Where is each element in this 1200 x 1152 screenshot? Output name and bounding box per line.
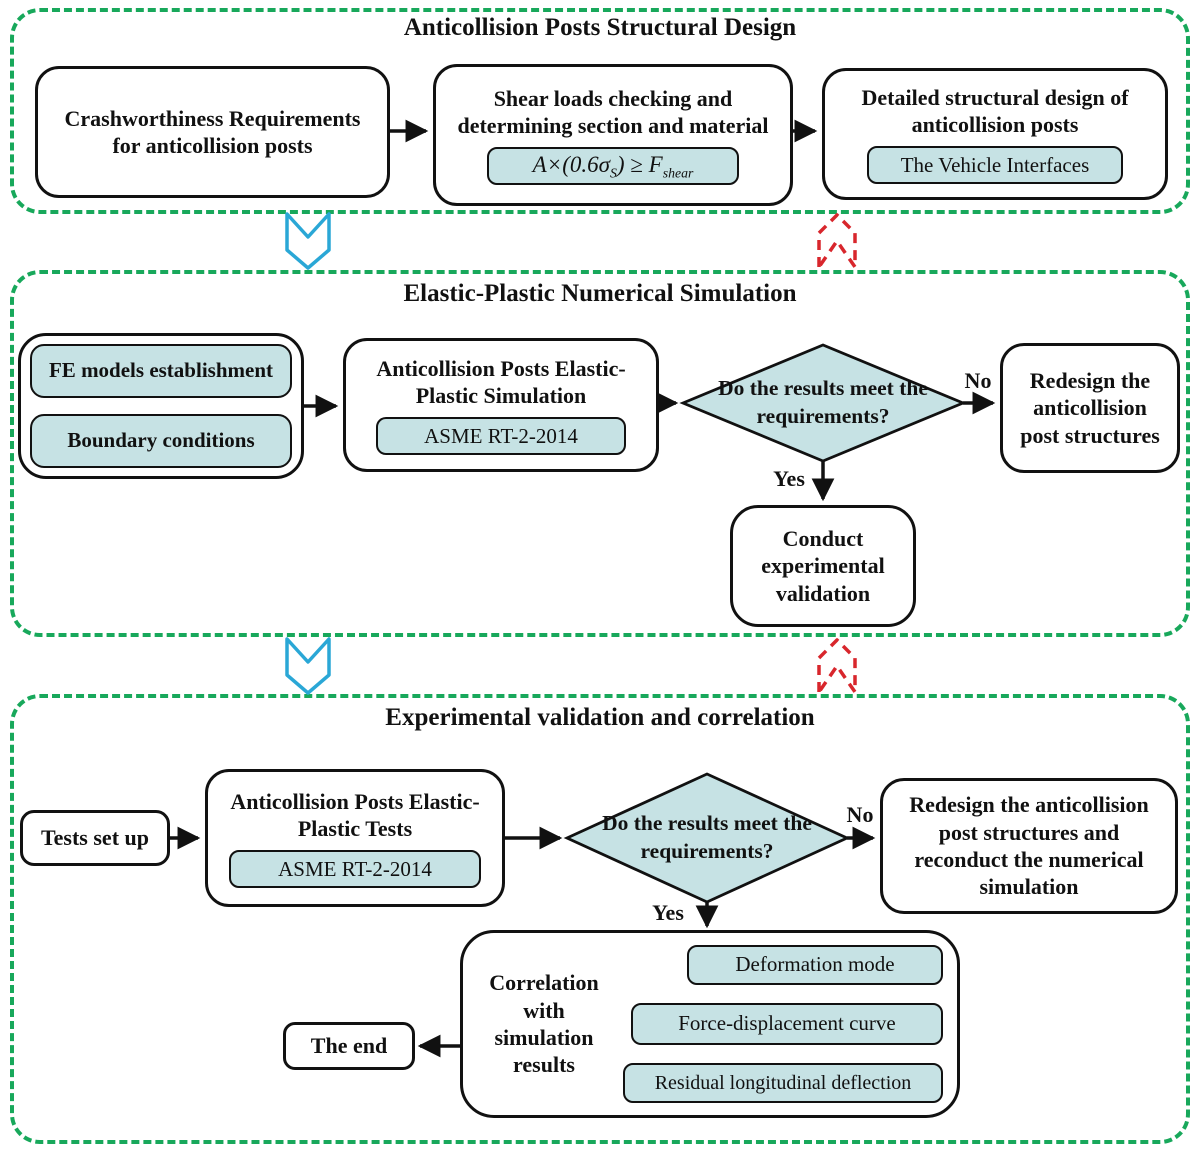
fe-models-chip: FE models establishment xyxy=(30,344,292,398)
correlation-box: Correlation with simulation results Defo… xyxy=(460,930,960,1118)
boundary-conditions-chip: Boundary conditions xyxy=(30,414,292,468)
section-experimental-validation xyxy=(10,694,1190,1144)
redesign-and-reconduct-box: Redesign the anticollision post structur… xyxy=(880,778,1178,914)
end-box: The end xyxy=(283,1022,415,1070)
red-dashed-up-arrow-icon xyxy=(817,638,857,694)
residual-deflection-chip: Residual longitudinal deflection xyxy=(623,1063,943,1103)
force-displacement-chip: Force-displacement curve xyxy=(631,1003,943,1045)
crashworthiness-box: Crashworthiness Requirements for anticol… xyxy=(35,66,390,198)
deformation-mode-chip: Deformation mode xyxy=(687,945,943,985)
detailed-design-label: Detailed structural design of anticollis… xyxy=(861,84,1129,137)
asme-standard-chip: ASME RT-2-2014 xyxy=(229,850,481,889)
redesign-and-reconduct-label: Redesign the anticollision post structur… xyxy=(909,792,1149,900)
blue-chevron-down-icon xyxy=(285,212,331,270)
elastic-plastic-simulation-box: Anticollision Posts Elastic-Plastic Simu… xyxy=(343,338,659,472)
crashworthiness-label: Crashworthiness Requirements for anticol… xyxy=(64,105,361,158)
yes-label: Yes xyxy=(773,466,805,491)
elastic-plastic-tests-box: Anticollision Posts Elastic-Plastic Test… xyxy=(205,769,505,907)
red-dashed-up-arrow-icon xyxy=(817,213,857,269)
shear-loads-box: Shear loads checking and determining sec… xyxy=(433,64,793,206)
redesign-posts-label: Redesign the anticollision post structur… xyxy=(1020,368,1160,448)
correlation-criteria-list: Deformation mode Force-displacement curv… xyxy=(623,945,945,1103)
vehicle-interfaces-chip: The Vehicle Interfaces xyxy=(867,146,1123,185)
section-structural-design xyxy=(10,8,1190,214)
shear-loads-label: Shear loads checking and determining sec… xyxy=(457,85,769,138)
tests-decision-label: Do the results meet the requirements? xyxy=(602,811,812,863)
section-title-structural-design: Anticollision Posts Structural Design xyxy=(403,14,797,41)
conduct-validation-label: Conduct experimental validation xyxy=(761,526,885,606)
conduct-validation-box: Conduct experimental validation xyxy=(730,505,916,627)
redesign-posts-box: Redesign the anticollision post structur… xyxy=(1000,343,1180,473)
tests-setup-box: Tests set up xyxy=(20,810,170,866)
model-inputs-group-box: FE models establishment Boundary conditi… xyxy=(18,333,304,479)
elastic-plastic-simulation-label: Anticollision Posts Elastic-Plastic Simu… xyxy=(376,355,626,408)
detailed-design-box: Detailed structural design of anticollis… xyxy=(822,68,1168,200)
blue-chevron-down-icon xyxy=(285,637,331,695)
end-label: The end xyxy=(310,1033,388,1059)
simulation-decision-label: Do the results meet the requirements? xyxy=(718,376,928,428)
section-numerical-simulation xyxy=(10,270,1190,637)
section-title-experimental-validation: Experimental validation and correlation xyxy=(385,704,815,731)
asme-standard-chip: ASME RT-2-2014 xyxy=(376,417,626,456)
shear-formula-text: A×(0.6σS) ≥ Fshear xyxy=(532,151,694,181)
tests-setup-label: Tests set up xyxy=(41,825,149,851)
correlation-label: Correlation with simulation results xyxy=(489,970,599,1078)
elastic-plastic-tests-label: Anticollision Posts Elastic-Plastic Test… xyxy=(230,788,480,841)
section-title-numerical-simulation: Elastic-Plastic Numerical Simulation xyxy=(403,280,797,307)
shear-formula: A×(0.6σS) ≥ Fshear xyxy=(487,147,739,186)
yes-label: Yes xyxy=(652,900,684,925)
no-label: No xyxy=(964,368,992,393)
no-label: No xyxy=(846,802,874,827)
